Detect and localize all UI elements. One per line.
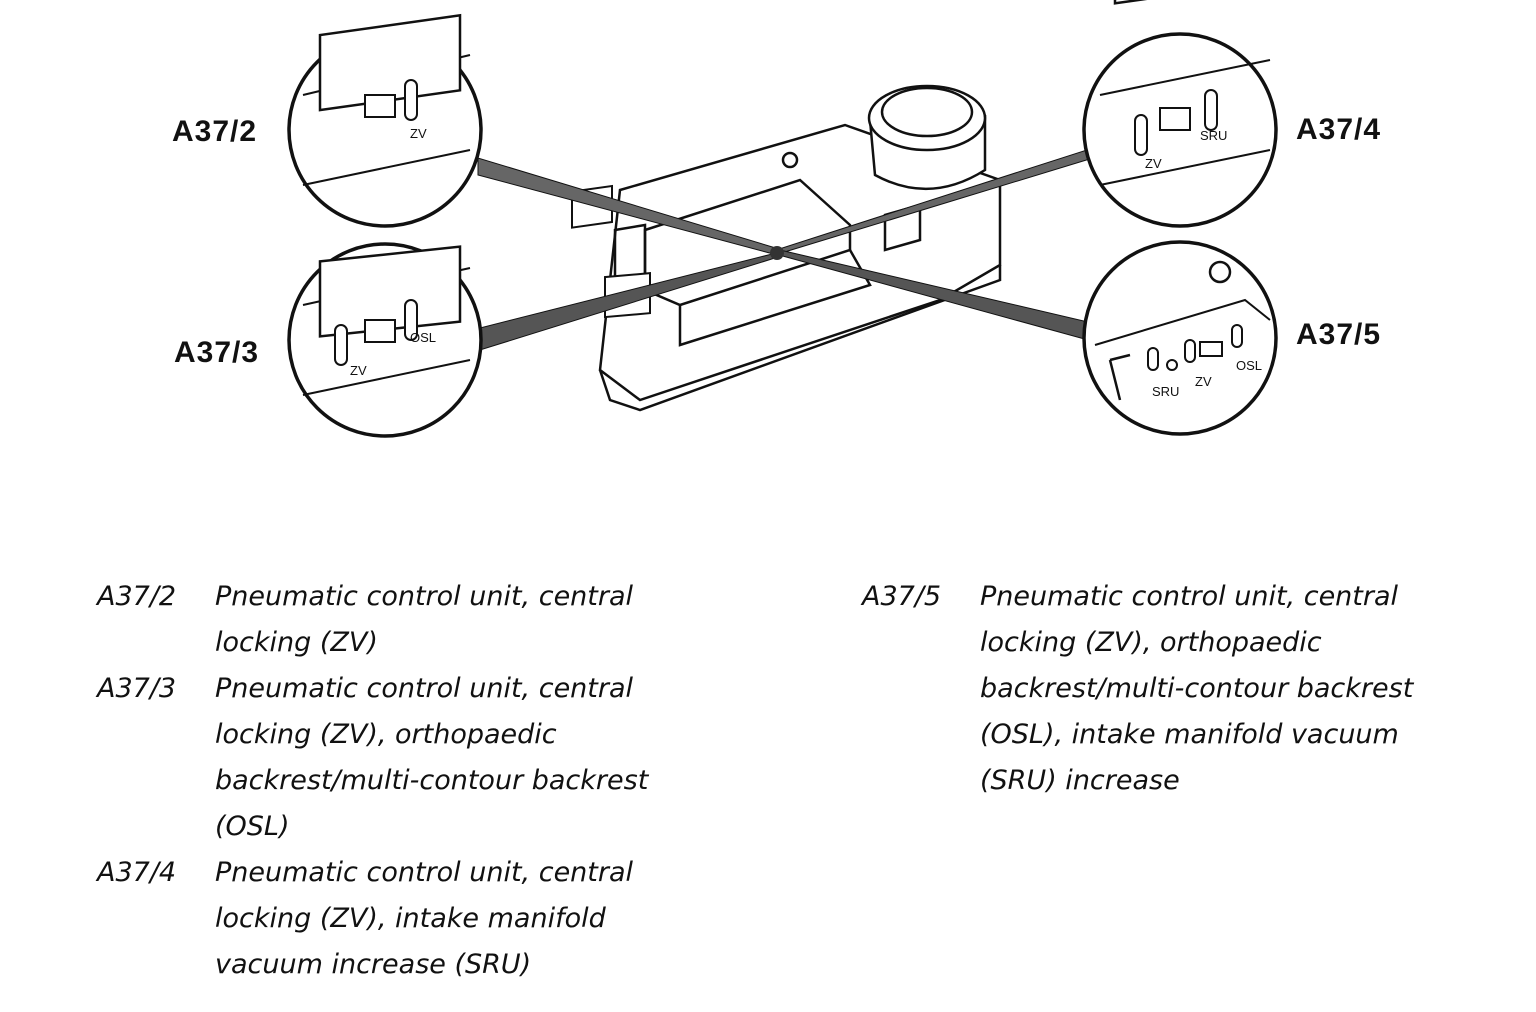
legend-entry-a37-5: A37/5 Pneumatic control unit, central lo… xyxy=(862,574,1502,804)
legend-line: vacuum increase (SRU) xyxy=(215,949,532,980)
legend-line: (SRU) increase xyxy=(980,765,1180,796)
callout-label-a37-4: A37/4 xyxy=(1296,113,1382,146)
zoom-port-label: ZV xyxy=(350,363,367,378)
zoom-port-label: ZV xyxy=(1145,156,1162,171)
zoom-port-label: ZV xyxy=(1195,374,1212,389)
legend-line: locking (ZV), orthopaedic xyxy=(980,627,1322,658)
legend-entry-a37-3: A37/3 Pneumatic control unit, central lo… xyxy=(97,666,737,850)
legend-code: A37/2 xyxy=(97,581,177,612)
legend-line: (OSL), intake manifold vacuum xyxy=(980,719,1399,750)
legend-line: locking (ZV), intake manifold xyxy=(215,903,606,934)
legend-code: A37/4 xyxy=(97,857,177,888)
callout-label-a37-2: A37/2 xyxy=(172,115,258,148)
legend-left: A37/2 Pneumatic control unit, central lo… xyxy=(97,574,737,988)
legend-entry-a37-4: A37/4 Pneumatic control unit, central lo… xyxy=(97,850,737,988)
zoom-circle-a37-2: ZV xyxy=(287,13,483,228)
zoom-port-label: OSL xyxy=(1236,358,1262,373)
legend-line: backrest/multi-contour backrest xyxy=(215,765,649,796)
zoom-port-label: SRU xyxy=(1152,384,1179,399)
legend-line: Pneumatic control unit, central xyxy=(215,581,634,612)
legend-line: backrest/multi-contour backrest xyxy=(980,673,1414,704)
legend-code: A37/5 xyxy=(862,581,942,612)
zoom-circle-a37-3: ZV OSL xyxy=(287,242,483,438)
legend-entry-a37-2: A37/2 Pneumatic control unit, central lo… xyxy=(97,574,737,666)
zoom-port-label: OSL xyxy=(410,330,436,345)
legend-code: A37/3 xyxy=(97,673,177,704)
legend-line: Pneumatic control unit, central xyxy=(980,581,1399,612)
callout-label-a37-5: A37/5 xyxy=(1296,318,1382,351)
zoom-port-label: ZV xyxy=(410,126,427,141)
zoom-circle-a37-5: SRU ZV OSL xyxy=(1082,240,1278,436)
legend-line: locking (ZV), orthopaedic xyxy=(215,719,557,750)
control-unit-diagram: ZV ZV OSL ZV SRU SRU ZV OSL xyxy=(287,0,1278,438)
legend-right: A37/5 Pneumatic control unit, central lo… xyxy=(862,574,1502,804)
legend-line: Pneumatic control unit, central xyxy=(215,857,634,888)
legend-line: locking (ZV) xyxy=(215,627,378,658)
leader-origin-point xyxy=(770,246,784,260)
zoom-circle-a37-4: ZV SRU xyxy=(1082,0,1278,228)
zoom-port-label: SRU xyxy=(1200,128,1227,143)
legend-line: (OSL) xyxy=(215,811,290,842)
vacuum-canister xyxy=(867,84,987,190)
callout-label-a37-3: A37/3 xyxy=(174,336,260,369)
control-unit-housing xyxy=(598,123,1002,412)
legend-line: Pneumatic control unit, central xyxy=(215,673,634,704)
